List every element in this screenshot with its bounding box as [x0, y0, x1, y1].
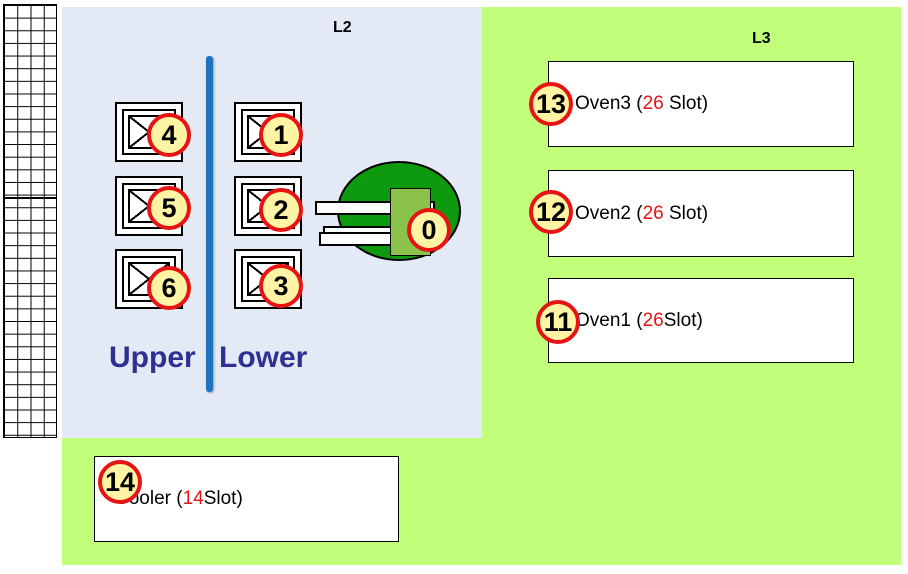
port-badge: 6 — [147, 266, 191, 310]
lower-label: Lower — [219, 341, 308, 374]
oven1-badge: 11 — [536, 300, 580, 344]
rack-divider — [3, 197, 57, 199]
oven3-box[interactable]: Oven3 (26 Slot) — [548, 61, 854, 147]
port-badge: 3 — [259, 264, 303, 308]
rack-grid — [3, 4, 57, 438]
port-badge: 2 — [259, 188, 303, 232]
oven1-label: Oven1 (26Slot) — [575, 309, 703, 331]
oven1-box[interactable]: Oven1 (26Slot) — [548, 278, 854, 363]
oven2-label: Oven2 (26 Slot) — [575, 202, 709, 224]
robot-badge: 0 — [407, 208, 451, 252]
upper-lower-divider — [206, 56, 213, 392]
upper-label: Upper — [109, 341, 196, 374]
port-badge: 5 — [147, 186, 191, 230]
port-badge: 1 — [259, 113, 303, 157]
cooler-badge: 14 — [98, 460, 142, 504]
zone-l2-label: L2 — [333, 19, 352, 36]
oven3-label: Oven3 (26 Slot) — [575, 93, 709, 114]
oven2-box[interactable]: Oven2 (26 Slot) — [548, 170, 854, 257]
oven2-badge: 12 — [529, 190, 573, 234]
cooler-box[interactable]: Cooler (14Slot) — [94, 456, 399, 542]
zone-l3-label: L3 — [752, 30, 771, 47]
oven3-badge: 13 — [529, 82, 573, 126]
port-badge: 4 — [147, 113, 191, 157]
